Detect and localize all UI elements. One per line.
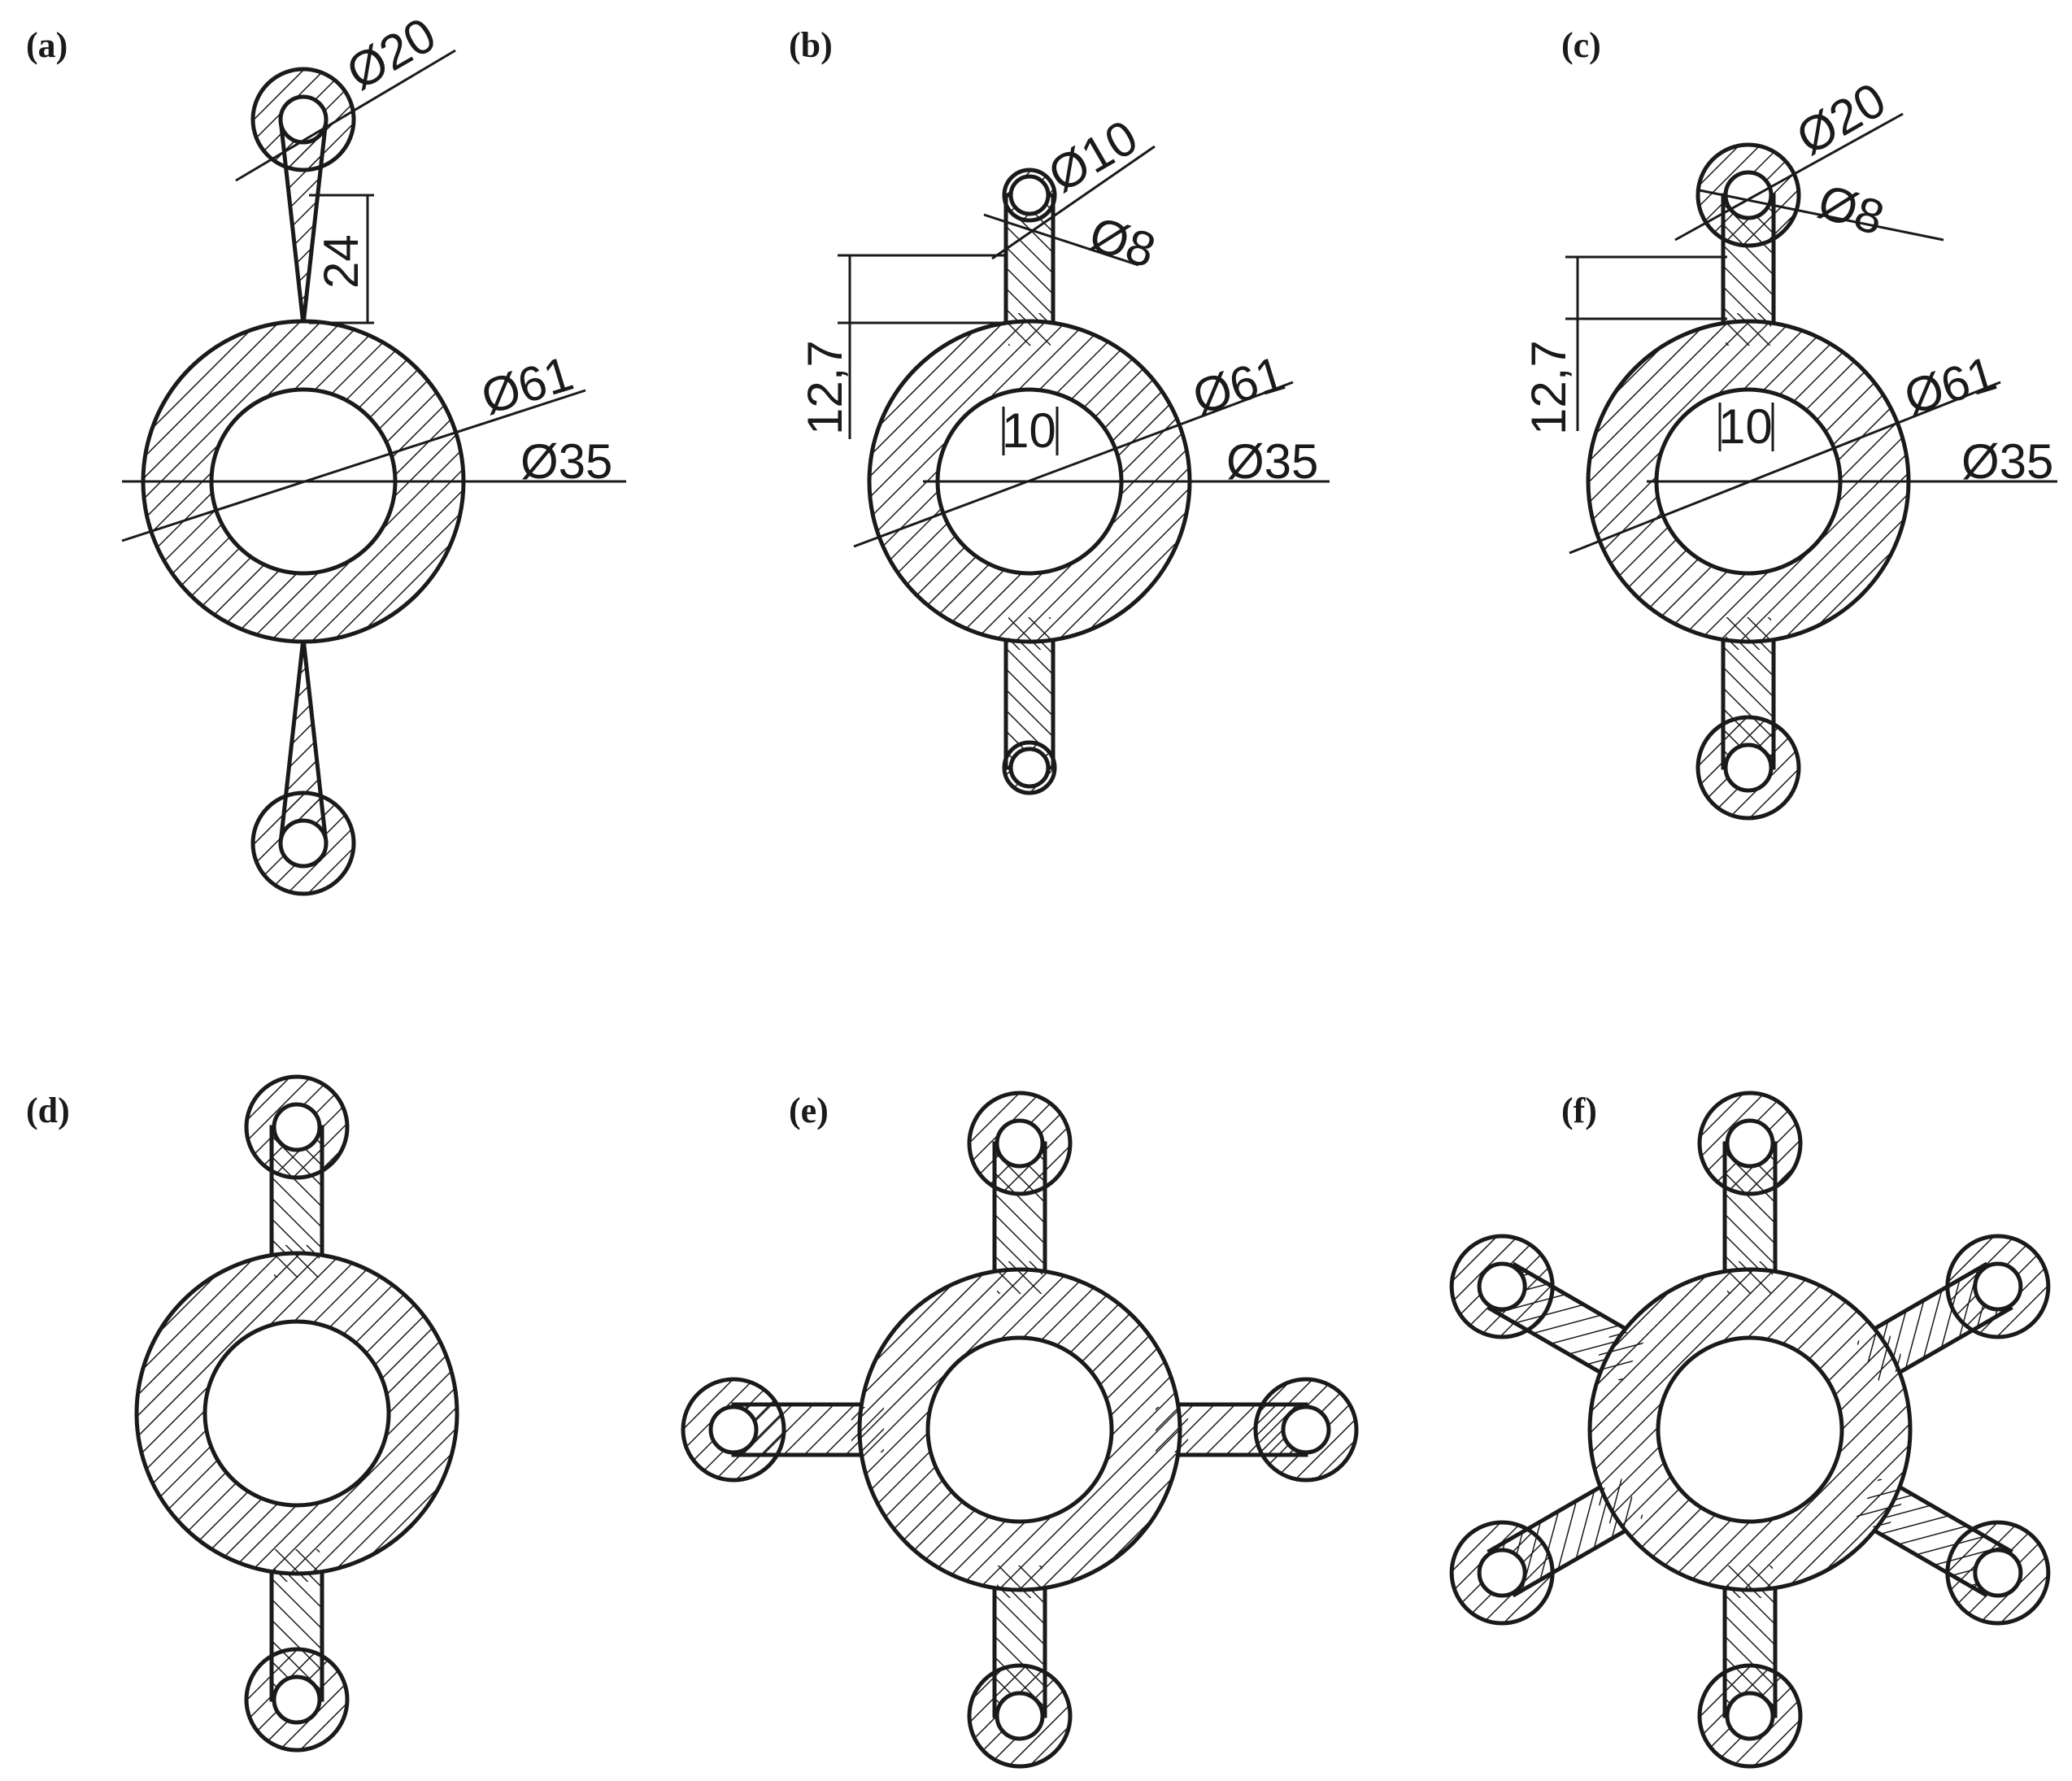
gasket-eye-hole <box>708 1404 759 1455</box>
dim-c-ring-inner: Ø35 <box>1961 434 2053 489</box>
panel-label-f: (f) <box>1561 1091 1597 1130</box>
dim-c-arm-width: 10 <box>1718 399 1773 454</box>
panel-label-d: (d) <box>26 1091 70 1130</box>
gasket-arm-root <box>997 1565 1043 1598</box>
panel-label-c: (c) <box>1561 25 1601 65</box>
panel-label-a: (a) <box>26 25 67 65</box>
dim-b-arm-width: 10 <box>1002 403 1056 458</box>
gasket-arm-root <box>274 1245 320 1278</box>
dim-a-eye: Ø20 <box>337 7 445 101</box>
gasket-arm-root <box>1856 1326 1908 1382</box>
panel-label-b: (b) <box>789 25 833 65</box>
gasket-eye-hole <box>1725 1118 1775 1169</box>
dim-a-ring-inner: Ø35 <box>520 434 612 489</box>
gasket-eye-hole <box>1723 742 1774 793</box>
gasket-arm-root <box>1726 313 1771 346</box>
gasket-arm-root <box>1856 1478 1908 1534</box>
gasket-eye-hole <box>272 1674 322 1725</box>
gasket-arm-root <box>1008 313 1051 346</box>
dim-b-ring-inner: Ø35 <box>1226 434 1318 489</box>
gasket-eye-hole <box>272 1102 322 1152</box>
dim-c-eye-outer: Ø20 <box>1787 72 1895 166</box>
gasket-shape-f <box>1449 1091 2051 1769</box>
gasket-eye-hole <box>278 94 329 145</box>
gasket-arm-root <box>851 1407 884 1452</box>
gasket-arm-root <box>274 1549 320 1582</box>
gasket-eye-hole <box>1725 1691 1775 1741</box>
gasket-shape-d <box>134 1074 459 1753</box>
gasket-eye-hole <box>1973 1261 2023 1312</box>
gasket-eye-hole <box>278 818 329 869</box>
dim-a-arm-length: 24 <box>314 234 368 289</box>
gasket-arm-root <box>1008 617 1051 650</box>
gasket-eye-hole <box>995 1691 1045 1741</box>
gasket-arm-root <box>1726 617 1771 650</box>
gasket-eye-hole <box>1723 170 1774 220</box>
gasket-arm-root <box>1727 1261 1773 1294</box>
dim-c-arm-length: 12,7 <box>1521 340 1576 435</box>
dim-b-arm-length: 12,7 <box>798 340 852 435</box>
panel-label-e: (e) <box>789 1091 829 1130</box>
gasket-arm-root <box>1156 1407 1188 1452</box>
gasket-ring-hole <box>202 1319 391 1508</box>
dim-a-ring-outer: Ø61 <box>475 346 579 425</box>
dim-b-eye-hole: Ø8 <box>1083 207 1162 278</box>
gasket-eye-hole <box>1281 1404 1331 1455</box>
gasket-eye-hole <box>995 1118 1045 1169</box>
dim-c-ring-outer: Ø61 <box>1898 346 2002 425</box>
gasket-eye-hole <box>1477 1261 1527 1312</box>
gasket-eye-hole <box>1008 747 1051 789</box>
gasket-eye-hole <box>1477 1548 1527 1598</box>
gasket-arm-root <box>1727 1565 1773 1598</box>
dim-c-eye-hole: Ø8 <box>1812 174 1891 246</box>
gasket-ring-hole <box>1656 1335 1844 1524</box>
gasket-eye-hole <box>1973 1548 2023 1598</box>
dim-b-ring-outer: Ø61 <box>1186 346 1291 425</box>
gasket-eye-hole <box>1008 174 1051 216</box>
gasket-arm-root <box>1592 1478 1644 1534</box>
gasket-shape-e <box>681 1091 1359 1769</box>
gasket-arm-root <box>997 1261 1043 1294</box>
gasket-ring-hole <box>925 1335 1114 1524</box>
gasket-arm-root <box>1592 1326 1644 1382</box>
